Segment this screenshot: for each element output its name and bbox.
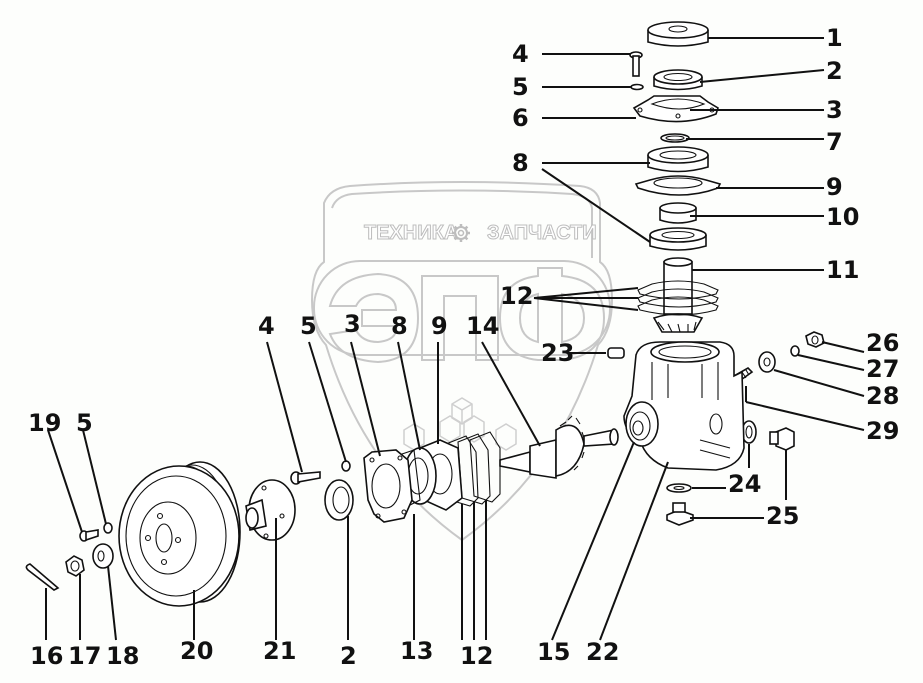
- callout-20: 20: [180, 637, 213, 665]
- part-5-washer-small[interactable]: [103, 522, 113, 534]
- part-21-hub[interactable]: [245, 479, 296, 541]
- callout-16: 16: [30, 642, 63, 670]
- part-25-plug-bottom[interactable]: [666, 502, 694, 526]
- callout-21: 21: [263, 637, 296, 665]
- part-11-pinion-shaft[interactable]: [652, 257, 704, 333]
- part-4-bolt-top[interactable]: [629, 51, 643, 77]
- part-18-washer[interactable]: [92, 543, 114, 569]
- part-25-plug-side[interactable]: [769, 427, 795, 451]
- callout-9-mid: 9: [431, 312, 448, 340]
- callout-9: 9: [826, 173, 843, 201]
- callout-5-mid: 5: [300, 312, 317, 340]
- part-15-bearing-side[interactable]: [625, 401, 659, 447]
- part-17-castle-nut[interactable]: [65, 555, 85, 577]
- callout-28: 28: [866, 382, 899, 410]
- part-7-circlip[interactable]: [660, 133, 690, 143]
- callout-14: 14: [466, 312, 499, 340]
- part-4-bolt-mid[interactable]: [290, 471, 321, 485]
- part-27-spring-washer[interactable]: [790, 345, 800, 357]
- callout-19: 19: [28, 409, 61, 437]
- callout-4-mid: 4: [258, 312, 275, 340]
- callout-11: 11: [826, 256, 859, 284]
- callout-2: 2: [826, 57, 843, 85]
- part-19-bolt-small[interactable]: [79, 529, 99, 542]
- part-8-bearing-lower[interactable]: [649, 227, 707, 251]
- callout-5: 5: [512, 73, 529, 101]
- callout-13: 13: [400, 637, 433, 665]
- part-2-seal-side[interactable]: [324, 479, 354, 521]
- part-9-flange-plate-top[interactable]: [634, 175, 722, 196]
- callout-25: 25: [766, 502, 799, 530]
- part-16-cotter-pin[interactable]: [25, 563, 60, 591]
- part-12-shims-top[interactable]: [637, 280, 719, 316]
- callout-labels: 1 2 3 4 5 6 7 8 9 10 11 12 23 26 27 28 2…: [28, 24, 899, 670]
- callout-22: 22: [586, 638, 619, 666]
- watermark-text-left: ТЕХНИКА: [364, 222, 458, 244]
- part-5-washer-mid[interactable]: [341, 460, 351, 472]
- callout-18: 18: [106, 642, 139, 670]
- part-8-bearing-top[interactable]: [647, 146, 709, 173]
- part-1-cap[interactable]: [647, 21, 709, 47]
- callout-24: 24: [728, 470, 761, 498]
- callout-3-mid: 3: [344, 310, 361, 338]
- watermark-pill: [313, 260, 611, 356]
- callout-2-bottom: 2: [340, 642, 357, 670]
- watermark: ТЕХНИКА ЗАПЧАСТИ: [310, 181, 614, 542]
- callout-5-small: 5: [76, 409, 93, 437]
- part-10-bushing[interactable]: [659, 202, 697, 224]
- watermark-text-right: ЗАПЧАСТИ: [487, 222, 597, 244]
- callout-10: 10: [826, 203, 859, 231]
- callout-3: 3: [826, 96, 843, 124]
- part-26-nut[interactable]: [805, 331, 825, 348]
- part-3-cover-top[interactable]: [632, 95, 719, 123]
- part-14-bevel-gear-shaft[interactable]: [499, 415, 619, 479]
- callout-26: 26: [866, 329, 899, 357]
- part-2-seal-top[interactable]: [653, 69, 703, 91]
- part-5-washer-top[interactable]: [630, 83, 644, 91]
- callout-12-bottom: 12: [460, 642, 493, 670]
- part-24-washer-bottom[interactable]: [666, 483, 692, 493]
- gear-icon: [452, 224, 470, 242]
- callout-12: 12: [500, 282, 533, 310]
- callout-6: 6: [512, 104, 529, 132]
- callout-15: 15: [537, 638, 570, 666]
- watermark-cubes: [403, 397, 517, 451]
- callout-29: 29: [866, 417, 899, 445]
- part-20-pulley[interactable]: [118, 461, 241, 607]
- part-28-washer[interactable]: [758, 351, 776, 373]
- part-3-cover-side[interactable]: [363, 449, 413, 523]
- part-23-plug[interactable]: [607, 347, 625, 359]
- callout-17: 17: [68, 642, 101, 670]
- callout-4: 4: [512, 40, 529, 68]
- callout-7: 7: [826, 128, 843, 156]
- callout-8: 8: [512, 149, 529, 177]
- callout-8-mid: 8: [391, 312, 408, 340]
- callout-27: 27: [866, 355, 899, 383]
- watermark-shield: [310, 181, 614, 542]
- callout-23: 23: [541, 339, 574, 367]
- callout-1: 1: [826, 24, 843, 52]
- leader-lines: [45, 37, 865, 641]
